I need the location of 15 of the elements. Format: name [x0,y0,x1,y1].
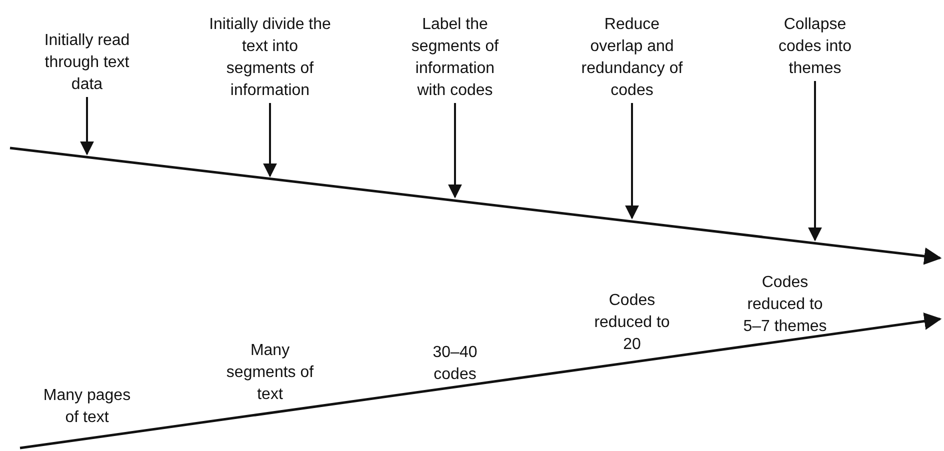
step-text: Initially divide the text into segments of information [208,14,332,102]
result-label: Codes reduced to 20 [593,291,671,355]
step-text: Label the segments of information with codes [403,14,507,102]
result-label: 30–40 codes [432,343,478,385]
step-text: Collapse codes into themes [771,14,859,80]
step-text: Initially read through text data [31,30,143,96]
step-text: Reduce overlap and redundancy of codes [580,14,684,102]
arrow [80,97,94,156]
result-label: Many pages of text [42,386,132,428]
arrow [808,81,822,242]
arrow [448,103,462,198]
result-label: Codes reduced to 5–7 themes [742,273,828,337]
arrow [625,103,639,220]
arrow [263,103,277,178]
result-label: Many segments of text [225,341,315,405]
